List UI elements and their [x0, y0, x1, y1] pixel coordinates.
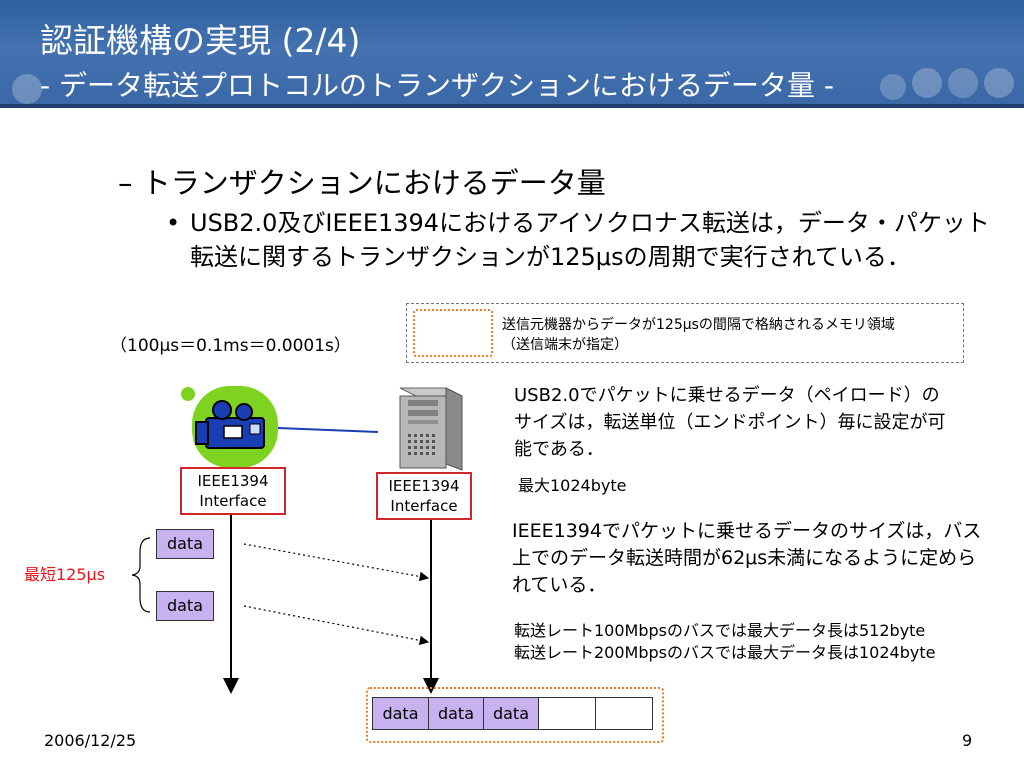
usb-max-size: 最大1024byte — [518, 476, 627, 495]
memory-cell: data — [372, 697, 429, 730]
memory-region — [366, 687, 664, 743]
footer-date: 2006/12/25 — [44, 731, 137, 750]
decor-circle — [880, 74, 906, 100]
usb-payload-description: USB2.0でパケットに乗せるデータ（ペイロード）のサイズは，転送単位（エンドポ… — [514, 385, 946, 460]
interface-label: IEEE1394 — [388, 477, 460, 495]
slide-subtitle: - データ転送プロトコルのトランザクションにおけるデータ量 - — [40, 69, 835, 102]
bullet-marker: • — [166, 209, 181, 237]
data-packet: data — [156, 529, 214, 559]
rate-line: 転送レート200Mbpsのバスでは最大データ長は1024byte — [514, 643, 936, 662]
ieee1394-interface-sender: IEEE1394 Interface — [180, 467, 286, 515]
legend-line: 送信元機器からデータが125μsの間隔で格納されるメモリ領域 — [502, 317, 895, 333]
packet-transfer-arrow — [243, 543, 430, 582]
memory-cell-empty — [595, 697, 653, 730]
decor-circle — [948, 68, 978, 98]
packet-transfer-arrow — [243, 605, 430, 646]
memory-cell: data — [483, 697, 539, 730]
sub-heading: – トランザクションにおけるデータ量 — [118, 166, 606, 200]
bullet-text: USB2.0及びIEEE1394におけるアイソクロナス転送は，データ・パケット転… — [190, 209, 990, 271]
decor-circle — [912, 68, 942, 98]
decor-circle — [984, 68, 1014, 98]
pc-tower-icon — [382, 384, 466, 472]
page-number: 9 — [962, 731, 973, 750]
ieee1394-interface-receiver: IEEE1394 Interface — [376, 472, 472, 520]
memory-cell-empty — [538, 697, 596, 730]
interface-label: IEEE1394 — [197, 472, 269, 490]
transfer-rate-notes: 転送レート100Mbpsのバスでは最大データ長は512byte 転送レート200… — [514, 620, 935, 664]
period-note: （100μs＝0.1ms＝0.0001s） — [110, 336, 351, 356]
decor-circle — [12, 74, 42, 104]
min-period-label: 最短125μs — [24, 565, 106, 584]
interface-label: Interface — [199, 492, 267, 510]
memory-cell: data — [428, 697, 484, 730]
rate-line: 転送レート100Mbpsのバスでは最大データ長は512byte — [514, 621, 926, 640]
legend-box — [406, 303, 964, 363]
legend-line: （送信端末が指定） — [502, 337, 628, 353]
period-brace — [131, 537, 151, 613]
data-packet: data — [156, 591, 214, 621]
slide-title: 認証機構の実現 (2/4) — [40, 21, 361, 60]
title-bar — [0, 0, 1024, 108]
memory-region-swatch — [413, 309, 493, 357]
video-camera-icon — [180, 384, 280, 470]
title-bar-rule — [0, 104, 1024, 108]
ieee-payload-description: IEEE1394でパケットに乗せるデータのサイズは，バス上でのデータ転送時間が6… — [512, 520, 982, 596]
interface-label: Interface — [390, 497, 458, 515]
bus-connection-line — [277, 427, 379, 433]
legend-text: 送信元機器からデータが125μsの間隔で格納されるメモリ領域 （送信端末が指定） — [502, 315, 895, 355]
